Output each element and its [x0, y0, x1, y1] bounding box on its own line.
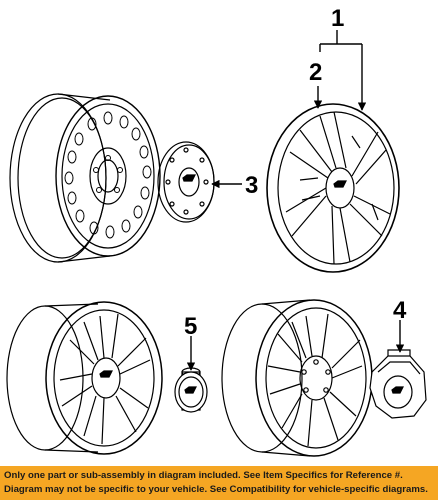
- center-cap-small: [174, 367, 208, 413]
- callout-4: 4: [393, 297, 407, 324]
- disclaimer-banner: Only one part or sub-assembly in diagram…: [0, 466, 438, 500]
- alloy-wheel-main: [266, 103, 400, 273]
- alloy-wheel-variant-a: [6, 301, 163, 455]
- steel-wheel: [9, 93, 161, 263]
- callout-1: 1: [331, 5, 344, 32]
- center-cap-large: [157, 141, 215, 223]
- leader-lines: [186, 30, 405, 371]
- steel-wheel-lug-holes: [93, 155, 123, 193]
- diagram-canvas: 1 2 3 4 5: [6, 5, 427, 457]
- callout-3: 3: [245, 172, 258, 199]
- callout-5: 5: [184, 313, 197, 340]
- steel-wheel-vent-holes: [64, 111, 152, 239]
- alloy-wheel-variant-b: [221, 299, 373, 457]
- center-cap-bolt-style: [369, 349, 427, 419]
- parts-diagram: 1 2 3 4 5: [6, 5, 427, 457]
- callout-2: 2: [309, 59, 322, 86]
- disclaimer-line-2: Diagram may not be specific to your vehi…: [4, 484, 428, 495]
- disclaimer-line-1: Only one part or sub-assembly in diagram…: [4, 470, 403, 481]
